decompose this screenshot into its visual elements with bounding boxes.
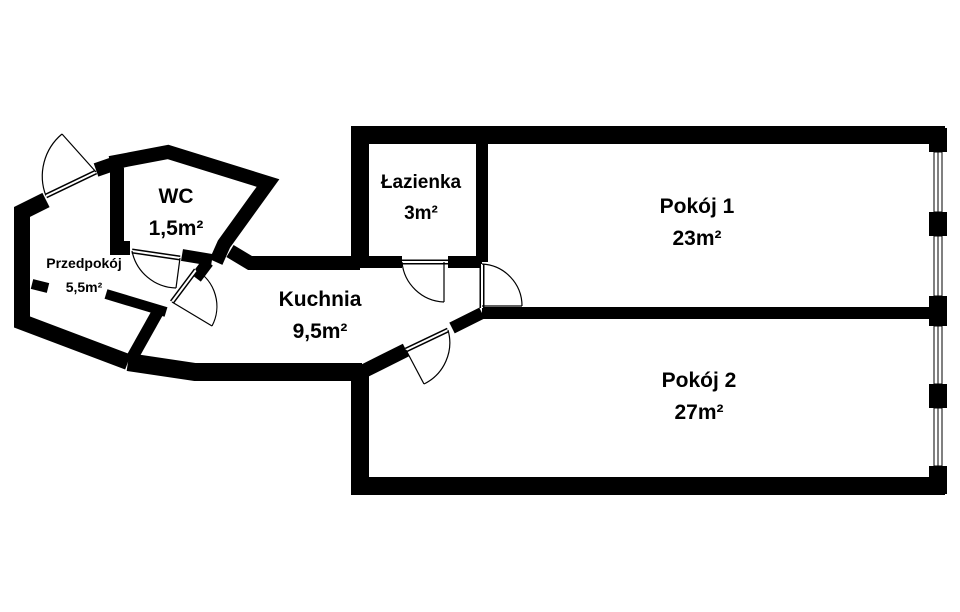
kuchnia-name: Kuchnia [279,288,362,311]
pokoj1-area: 23m² [672,227,721,250]
windows [933,151,943,467]
lazienka-door [401,259,448,303]
kuchnia-door-jamb [191,258,213,282]
kuchnia-area: 9,5m² [293,320,348,343]
pokoj1-door [479,263,523,308]
lazienka-area: 3m² [404,203,438,224]
przedpokoj-outer-wall [14,192,131,370]
kuchnia-top-wall [226,244,360,270]
wc-name: WC [159,185,194,208]
outer-wall-bottom [351,372,945,495]
kuchnia-bottom-wall [126,353,362,381]
outer-wall-top [351,126,945,263]
kuchnia-diagonal-wall-lower [358,343,410,379]
lazienka-name: Łazienka [381,172,462,193]
przedpokoj-name: Przedpokój [46,255,121,271]
pokoj1-name: Pokój 1 [660,195,735,218]
kuchnia-diagonal-wall [449,307,485,334]
room-labels: WC 1,5m² Łazienka 3m² Pokój 1 23m² Pokój… [46,172,736,424]
hall-stub-wall [104,289,168,317]
doors [41,133,523,385]
przedpokoj-area: 5,5m² [66,279,103,295]
wc-top-wall [108,144,280,265]
pokoj2-name: Pokój 2 [662,369,737,392]
wc-bottom-wall [181,249,213,266]
entrance-door [41,133,98,199]
wc-area: 1,5m² [149,217,204,240]
wc-outer-wall [110,168,130,255]
hall-partition-wall [126,305,166,361]
pokoj2-area: 27m² [674,401,723,424]
kuchnia-hall-door [170,268,218,327]
wc-door [131,248,181,289]
hall-left-stub [30,279,50,293]
pokoj2-door [404,327,451,385]
walls [14,126,947,495]
